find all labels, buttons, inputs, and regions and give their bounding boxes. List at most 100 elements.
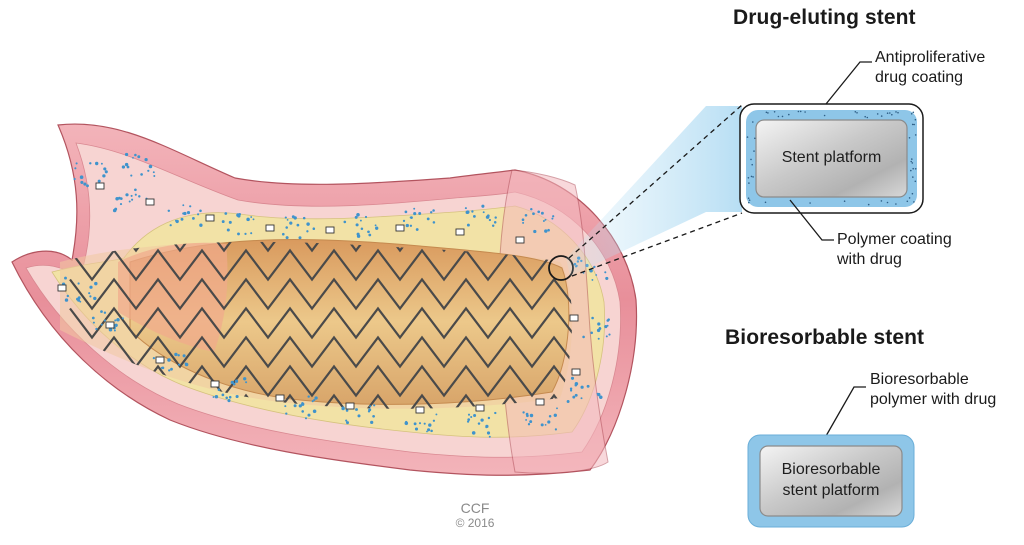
- drug-dot: [574, 393, 578, 397]
- drug-dot: [367, 410, 371, 413]
- drug-dot: [88, 292, 91, 295]
- drug-dot: [355, 223, 359, 227]
- drug-speckle: [864, 115, 866, 118]
- drug-dot: [128, 200, 131, 203]
- drug-dot: [591, 316, 594, 320]
- drug-dot: [89, 295, 92, 298]
- drug-dot: [140, 173, 143, 176]
- drug-dot: [217, 388, 221, 391]
- drug-dot: [423, 422, 426, 425]
- drug-dot: [125, 193, 129, 197]
- drug-speckle: [767, 112, 769, 114]
- drug-dot: [113, 329, 116, 332]
- drug-dot: [357, 414, 361, 418]
- drug-speckle: [764, 201, 767, 204]
- drug-dot: [486, 214, 490, 218]
- drug-dot: [373, 404, 376, 407]
- drug-dot: [608, 333, 611, 336]
- drug-dot: [100, 162, 103, 165]
- drug-speckle: [752, 176, 754, 178]
- drug-dot: [228, 395, 232, 399]
- zoom-line-top: [568, 104, 743, 259]
- drug-dot: [224, 212, 228, 215]
- drug-dot: [574, 382, 579, 386]
- drug-dot: [131, 198, 134, 201]
- drug-dot: [64, 276, 67, 280]
- drug-speckle: [886, 201, 889, 204]
- drug-dot: [524, 214, 528, 217]
- drug-dot: [343, 220, 347, 224]
- drug-dot: [182, 204, 185, 207]
- drug-speckle: [843, 200, 846, 202]
- drug-dot: [137, 155, 141, 159]
- drug-dot: [606, 324, 609, 327]
- drug-dot: [93, 296, 97, 301]
- drug-speckle: [914, 134, 917, 136]
- drug-dot: [529, 420, 533, 424]
- drug-dot: [580, 397, 583, 400]
- drug-dot: [346, 421, 349, 425]
- drug-dot: [83, 182, 87, 186]
- drug-speckle: [746, 136, 749, 138]
- drug-dot: [238, 213, 241, 216]
- drug-dot: [250, 232, 253, 235]
- bioresorbable-polymer-label-line1: Bioresorbable: [870, 371, 969, 388]
- drug-dot: [532, 212, 535, 216]
- drug-speckle: [910, 169, 912, 172]
- drug-dot: [144, 157, 148, 162]
- drug-dot: [537, 210, 541, 214]
- drug-speckle: [750, 158, 752, 161]
- drug-dot: [92, 321, 95, 324]
- drug-dot: [312, 409, 317, 414]
- drug-dot: [313, 398, 316, 402]
- drug-dot: [547, 228, 550, 232]
- drug-dot: [148, 164, 153, 169]
- polymer-coating-label: Polymer coating with drug: [837, 230, 952, 270]
- drug-speckle: [753, 150, 755, 152]
- drug-dot: [569, 387, 573, 390]
- bioresorbable-polymer-label: Bioresorbable polymer with drug: [870, 370, 996, 410]
- drug-dot: [115, 196, 119, 201]
- drug-speckle: [773, 111, 776, 113]
- polymer-coating-label-line1: Polymer coating: [837, 231, 952, 248]
- drug-dot: [301, 410, 304, 413]
- antiproliferative-label: Antiproliferative drug coating: [875, 48, 985, 88]
- drug-dot: [94, 281, 98, 286]
- stent-strut: [535, 398, 545, 406]
- drug-dot: [429, 211, 433, 214]
- bioresorbable-platform-label-line2: stent platform: [782, 482, 880, 499]
- drug-dot: [177, 354, 180, 357]
- drug-dot: [126, 165, 130, 169]
- drug-dot: [529, 413, 534, 418]
- drug-dot: [432, 419, 436, 422]
- credit-org: CCF: [460, 500, 490, 516]
- drug-dot: [103, 167, 107, 171]
- drug-dot: [124, 162, 129, 167]
- drug-speckle: [895, 111, 897, 113]
- drug-dot: [471, 431, 476, 435]
- drug-dot: [221, 393, 225, 397]
- drug-dot: [488, 435, 491, 438]
- drug-dot: [286, 219, 289, 221]
- drug-dot: [466, 223, 470, 227]
- drug-dot: [360, 227, 364, 230]
- drug-speckle: [912, 167, 914, 170]
- drug-dot: [487, 416, 491, 420]
- drug-dot: [121, 317, 124, 320]
- drug-speckle: [908, 137, 911, 139]
- drug-speckle: [914, 118, 917, 121]
- drug-dot: [225, 396, 228, 400]
- bioresorbable-platform-label: Bioresorbable stent platform: [760, 459, 902, 501]
- drug-dot: [526, 414, 529, 418]
- drug-speckle: [911, 158, 913, 160]
- drug-dot: [121, 165, 126, 169]
- drug-dot: [466, 420, 470, 423]
- drug-dot: [118, 196, 121, 200]
- drug-dot: [607, 318, 610, 321]
- drug-speckle: [889, 112, 891, 114]
- stent-strut: [155, 356, 165, 364]
- drug-speckle: [750, 175, 753, 178]
- drug-dot: [196, 213, 200, 216]
- drug-dot: [230, 380, 234, 385]
